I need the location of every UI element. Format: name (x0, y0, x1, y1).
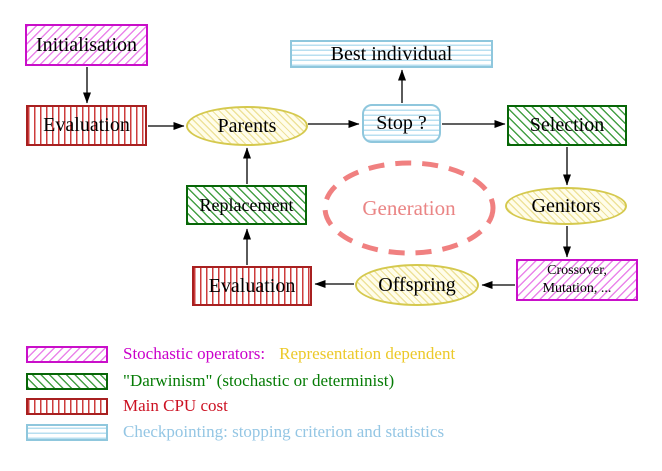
legend-checkpointing-text: Checkpointing: stopping criterion and st… (123, 422, 445, 441)
node-replacement: Replacement (186, 185, 307, 225)
node-parents: Parents (186, 106, 308, 146)
node-genitors-label: Genitors (531, 194, 601, 217)
node-selection-label: Selection (529, 114, 605, 136)
node-crossover-label-line2: Mutation, ... (542, 281, 612, 296)
generation-label: Generation (325, 163, 493, 253)
legend-representation-dependent-text: Representation dependent (279, 344, 456, 363)
legend-darwinism-text: "Darwinism" (stochastic or determinist) (123, 371, 395, 390)
node-evaluation-bottom: Evaluation (192, 266, 312, 306)
node-selection: Selection (507, 105, 627, 146)
legend-row-stochastic-operators: Stochastic operators: Representation dep… (26, 345, 455, 363)
red-stripe-swatch (26, 397, 108, 415)
node-evaluation-top: Evaluation (26, 105, 147, 146)
legend-row-cpu-cost: Main CPU cost (26, 397, 228, 415)
node-offspring: Offspring (355, 264, 479, 306)
cyan-lines-swatch (26, 423, 108, 441)
node-evaluation-bottom-label: Evaluation (208, 274, 296, 297)
node-replacement-label: Replacement (199, 194, 294, 215)
node-initialisation: Initialisation (25, 24, 148, 66)
node-offspring-label: Offspring (378, 273, 456, 296)
node-best-individual: Best individual (290, 40, 493, 68)
node-stop: Stop ? (362, 104, 441, 143)
legend-cpu-cost-text: Main CPU cost (123, 396, 228, 415)
green-hatch-swatch (26, 372, 108, 390)
legend-row-darwinism: "Darwinism" (stochastic or determinist) (26, 372, 394, 390)
node-initialisation-label: Initialisation (35, 33, 138, 56)
node-crossover-mutation: Crossover, Mutation, ... (516, 259, 638, 301)
node-stop-label: Stop ? (376, 112, 427, 134)
node-best-individual-label: Best individual (330, 42, 453, 65)
legend-row-checkpointing: Checkpointing: stopping criterion and st… (26, 423, 444, 441)
node-genitors: Genitors (505, 187, 627, 225)
magenta-hatch-swatch (26, 345, 108, 363)
node-crossover-label-line1: Crossover, (547, 262, 607, 278)
node-parents-label: Parents (217, 114, 277, 137)
generation-label-text: Generation (362, 195, 456, 220)
legend-stochastic-operators-text: Stochastic operators: (123, 344, 266, 363)
node-evaluation-top-label: Evaluation (43, 114, 130, 136)
